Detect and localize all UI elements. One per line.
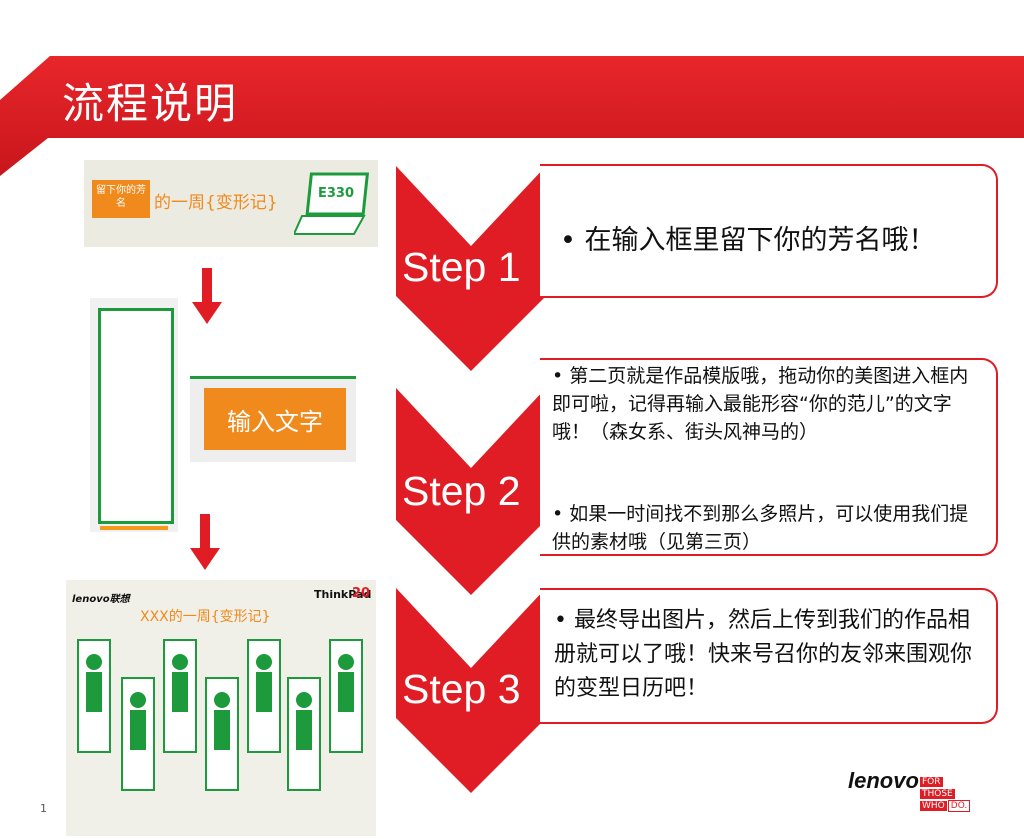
step-2-bullet-2: • 如果一时间找不到那么多照片，可以使用我们提供的素材哦（见第三页） — [552, 503, 969, 553]
step-2-bullet-1: • 第二页就是作品模版哦，拖动你的美图进入框内即可啦，记得再输入最能形容“你的范… — [552, 365, 969, 443]
step-3-description: • 最终导出图片，然后上传到我们的作品相册就可以了哦！快来号召你的友邻来围观你的… — [540, 588, 998, 724]
step-1-description: • 在输入框里留下你的芳名哦！ — [540, 164, 998, 298]
page-title: 流程说明 — [62, 79, 239, 128]
laptop-icon — [294, 172, 370, 235]
step-1-chevron — [396, 166, 546, 371]
text-input-illustration: 输入文字 — [190, 376, 356, 462]
poster-brand-left: lenovo联想 — [72, 594, 130, 605]
down-arrow-icon — [190, 514, 220, 570]
step-3-chevron — [396, 588, 546, 793]
step-1-label: Step 1 — [402, 244, 521, 290]
step-1-bullet: • 在输入框里留下你的芳名哦！ — [560, 225, 936, 256]
input-text-button: 输入文字 — [204, 388, 346, 450]
step-2-chevron — [396, 388, 546, 595]
poster-number: 20 — [352, 586, 371, 601]
name-input-illustration: 留下你的芳名 的一周{变形记} E330 — [84, 160, 378, 247]
model-label: E330 — [318, 186, 355, 201]
page-number: 1 — [40, 802, 47, 815]
title-banner — [0, 56, 1024, 176]
calendar-poster-illustration: lenovo联想 XXX的一周{变形记} ThinkPad 20 — [66, 580, 376, 836]
figure-frames — [77, 639, 363, 791]
logo-wordmark: lenovo — [848, 768, 919, 793]
step-2-description: • 第二页就是作品模版哦，拖动你的美图进入框内即可啦，记得再输入最能形容“你的范… — [540, 358, 998, 556]
step-3-label: Step 3 — [402, 666, 521, 712]
photo-frame-illustration — [90, 298, 178, 532]
poster-brand-right: ThinkPad — [314, 588, 372, 601]
step-3-bullet: • 最终导出图片，然后上传到我们的作品相册就可以了哦！快来号召你的友邻来围观你的… — [554, 608, 973, 701]
week-title: 的一周{变形记} — [154, 193, 278, 213]
poster-title: XXX的一周{变形记} — [140, 609, 271, 625]
step-2-label: Step 2 — [402, 468, 521, 514]
down-arrow-icon — [192, 268, 222, 324]
name-tag: 留下你的芳名 — [92, 180, 150, 218]
